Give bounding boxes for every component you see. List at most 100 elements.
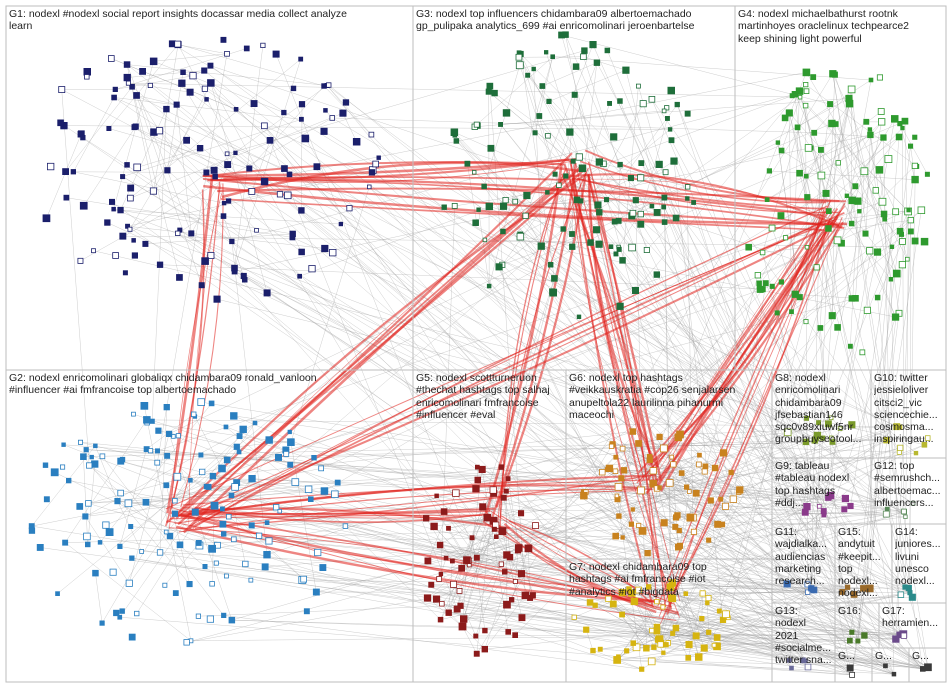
node bbox=[43, 463, 48, 468]
node bbox=[224, 574, 228, 578]
group-label-line: #keepit... bbox=[838, 551, 890, 563]
node bbox=[192, 509, 198, 515]
node bbox=[863, 231, 868, 236]
node bbox=[702, 469, 707, 474]
edge bbox=[137, 95, 177, 104]
node bbox=[229, 617, 235, 623]
node bbox=[506, 477, 510, 481]
node bbox=[818, 147, 823, 152]
group-label-line: jessieloliver bbox=[874, 384, 944, 396]
node bbox=[340, 110, 346, 116]
node bbox=[487, 83, 493, 89]
group-label-g16: G16: bbox=[838, 605, 877, 617]
node bbox=[202, 86, 207, 91]
node bbox=[176, 231, 181, 236]
node bbox=[778, 213, 784, 219]
node bbox=[85, 75, 90, 80]
node bbox=[795, 125, 800, 130]
node bbox=[547, 99, 551, 103]
node bbox=[673, 215, 679, 221]
node bbox=[645, 550, 651, 556]
group-label-line: anupeltola22 laurilinna pihanurmi bbox=[569, 397, 770, 409]
node bbox=[141, 402, 148, 409]
node bbox=[823, 190, 829, 196]
node bbox=[698, 453, 702, 457]
node bbox=[881, 135, 887, 141]
group-label-g3: G3: nodexl top influencers chidambara09 … bbox=[416, 8, 733, 33]
node bbox=[621, 536, 625, 540]
node bbox=[143, 241, 148, 246]
group-label-line: G7: nodexl chidambara09 top bbox=[569, 561, 770, 573]
node bbox=[439, 572, 443, 576]
node bbox=[474, 555, 479, 560]
node bbox=[776, 141, 780, 145]
node bbox=[901, 126, 905, 130]
node bbox=[423, 516, 429, 522]
node bbox=[128, 195, 134, 201]
node bbox=[782, 115, 788, 121]
group-label-line: learn bbox=[9, 20, 411, 32]
node bbox=[299, 57, 303, 61]
node bbox=[671, 158, 677, 164]
node bbox=[134, 164, 141, 171]
node bbox=[290, 439, 294, 443]
group-label-line: G17: bbox=[882, 605, 944, 617]
node bbox=[299, 249, 305, 255]
node bbox=[905, 257, 909, 261]
node bbox=[577, 315, 581, 319]
node bbox=[465, 161, 470, 166]
node bbox=[679, 471, 684, 476]
node bbox=[908, 229, 913, 234]
node bbox=[278, 509, 282, 513]
node bbox=[662, 195, 667, 200]
node bbox=[608, 101, 612, 105]
node bbox=[652, 645, 657, 650]
node bbox=[883, 511, 889, 517]
node bbox=[629, 522, 633, 526]
node bbox=[108, 56, 114, 62]
node bbox=[130, 556, 135, 561]
node bbox=[77, 504, 83, 510]
node bbox=[720, 522, 725, 527]
node bbox=[291, 86, 296, 91]
node bbox=[474, 634, 478, 638]
group-label-line: 2021 bbox=[775, 630, 833, 642]
node bbox=[712, 465, 718, 471]
edge bbox=[224, 615, 642, 669]
node bbox=[584, 627, 589, 632]
node bbox=[619, 476, 624, 481]
node bbox=[304, 609, 309, 614]
group-label-line: sciencechie... bbox=[874, 409, 944, 421]
node bbox=[858, 210, 862, 214]
node bbox=[240, 426, 247, 433]
node bbox=[767, 169, 771, 173]
node bbox=[504, 552, 511, 559]
edge bbox=[62, 90, 89, 466]
node bbox=[51, 469, 58, 476]
node bbox=[636, 84, 640, 88]
group-label-line: unesco bbox=[895, 563, 944, 575]
node bbox=[677, 528, 682, 533]
group-label-line: G4: nodexl michaelbathurst rootnk bbox=[738, 8, 944, 20]
node bbox=[914, 451, 918, 455]
node bbox=[868, 128, 872, 132]
node bbox=[163, 583, 167, 587]
node bbox=[523, 213, 528, 218]
node bbox=[189, 231, 194, 236]
node bbox=[864, 119, 869, 124]
group-label-g1: G1: nodexl #nodexl social report insight… bbox=[9, 8, 411, 33]
edge bbox=[276, 54, 477, 558]
node bbox=[93, 570, 99, 576]
node bbox=[335, 480, 340, 485]
group-label-line: #socialme... bbox=[775, 642, 833, 654]
node bbox=[818, 172, 825, 179]
group-label-line: twitter sna... bbox=[775, 654, 833, 666]
group-label-line: G11: bbox=[775, 526, 833, 538]
node bbox=[483, 628, 488, 633]
node bbox=[611, 134, 617, 140]
group-label-line: G3: nodexl top influencers chidambara09 … bbox=[416, 8, 733, 20]
node bbox=[447, 526, 451, 530]
